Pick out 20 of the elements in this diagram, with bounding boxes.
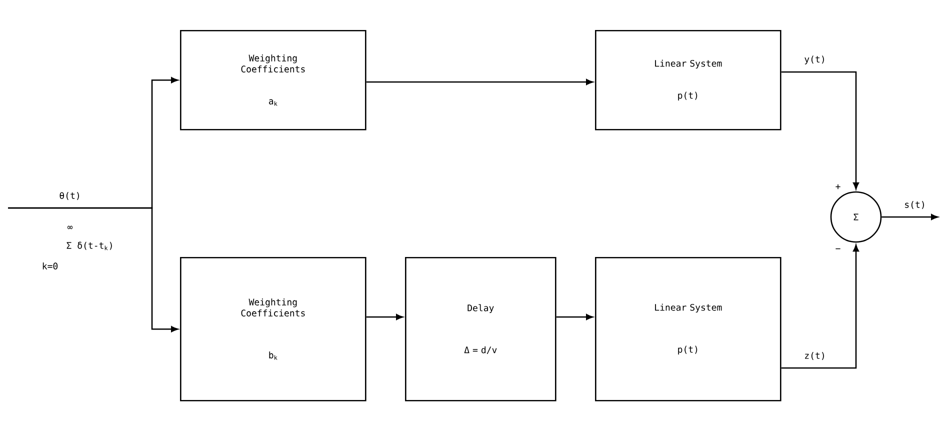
edge-label: z(t)	[805, 352, 824, 360]
arrow	[781, 244, 859, 369]
summing-junction: Σ	[830, 191, 882, 243]
edge-label: θ(t)	[60, 192, 79, 200]
arrow	[882, 214, 938, 220]
block-box: Weighting Coefficients a$_{k}$	[180, 30, 366, 130]
formula-label: Σ δ(t-t$_{k}$)	[66, 242, 112, 250]
arrow	[781, 71, 859, 190]
formula-label: k=0	[42, 262, 58, 270]
block-box: Linear System p(t)	[595, 30, 782, 130]
block-box: Weighting Coefficients b$_{k}$	[180, 257, 366, 402]
edge-label: s(t)	[905, 200, 924, 209]
arrow	[8, 207, 178, 332]
edge-label: y(t)	[804, 56, 824, 64]
formula-label: ∞	[67, 226, 73, 230]
arrow	[366, 79, 594, 85]
arrow	[556, 314, 594, 320]
arrow	[366, 314, 404, 320]
block-box: Delay Δ = d/v	[405, 257, 556, 402]
block-box: Linear System p(t)	[595, 257, 782, 402]
